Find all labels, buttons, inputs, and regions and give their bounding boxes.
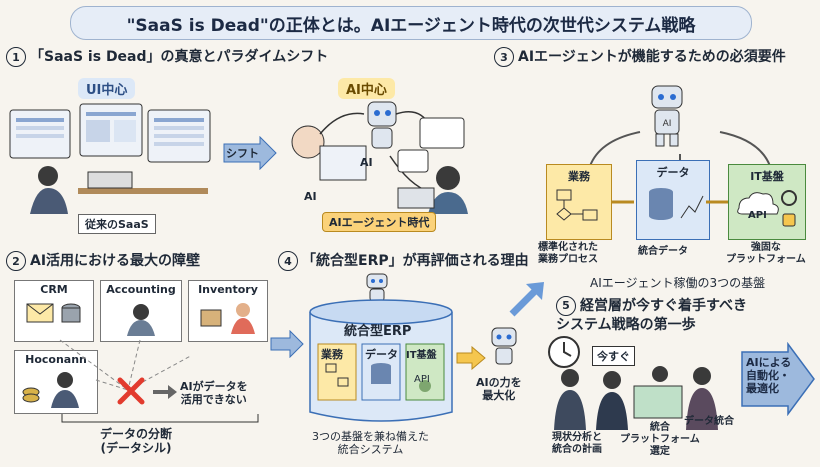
erp-api-label: API bbox=[414, 374, 430, 385]
arrow-up-right bbox=[509, 282, 544, 317]
ai-tag-person: AI bbox=[304, 190, 317, 203]
ai-cannot-use-label: AIがデータを 活用できない bbox=[180, 380, 248, 406]
erp-label: 統合型ERP bbox=[344, 324, 412, 339]
goal-arrow bbox=[741, 342, 815, 416]
broken-links bbox=[59, 339, 190, 391]
infra-label: IT基盤 bbox=[750, 170, 784, 183]
section-number: 3 bbox=[494, 47, 514, 67]
ai-tag-robot: AI bbox=[360, 156, 373, 169]
infra-caption: 強固な プラットフォーム bbox=[726, 242, 806, 265]
erp-inner-infra: IT基盤 bbox=[406, 350, 437, 361]
robot-icon bbox=[366, 273, 388, 302]
erp-caption: 3つの基盤を兼ね備えた 統合システム bbox=[312, 430, 429, 456]
arrow-to-erp bbox=[270, 330, 304, 358]
business-label: 業務 bbox=[568, 170, 590, 183]
erp-cylinder bbox=[309, 299, 453, 422]
three-foundations-label: AIエージェント稼働の3つの基盤 bbox=[590, 276, 766, 290]
database-icon bbox=[649, 188, 704, 220]
accounting-person-icon bbox=[127, 304, 155, 336]
robot-icon bbox=[491, 327, 517, 365]
now-sign: 今すぐ bbox=[592, 346, 635, 366]
ui-centric-label: UI中心 bbox=[78, 78, 136, 99]
robot-ai-tag: AI bbox=[663, 119, 672, 129]
section-number: 4 bbox=[278, 251, 298, 271]
erp-inner-business: 業務 bbox=[321, 348, 343, 361]
x-mark-icon bbox=[117, 377, 145, 405]
inventory-app: Inventory bbox=[188, 280, 268, 342]
clock-icon bbox=[548, 336, 580, 368]
flowchart-icon bbox=[556, 189, 598, 221]
arrow-right-icon bbox=[153, 385, 177, 399]
erp-inner-data: データ bbox=[365, 348, 398, 361]
crm-app: CRM bbox=[14, 280, 94, 342]
section-number: 1 bbox=[6, 47, 26, 67]
section-number: 5 bbox=[556, 296, 576, 316]
section-4-title: 4「統合型ERP」が再評価される理由 bbox=[278, 250, 529, 271]
inventory-label: Inventory bbox=[198, 283, 258, 296]
arrow-to-maximize bbox=[456, 346, 486, 370]
requirement-business: 業務 bbox=[546, 164, 612, 240]
executives-illustration bbox=[554, 366, 718, 430]
crm-label: CRM bbox=[40, 283, 68, 296]
legacy-saas-illustration bbox=[9, 103, 211, 214]
section-number: 2 bbox=[6, 251, 26, 271]
inventory-box-icon bbox=[200, 303, 255, 334]
hoconann-app: Hoconann bbox=[14, 350, 98, 414]
data-label: データ bbox=[656, 166, 690, 179]
crm-mail-icon bbox=[26, 303, 81, 323]
robot-icon: AI bbox=[651, 85, 683, 147]
goal-label: AIによる 自動化・ 最適化 bbox=[746, 356, 792, 395]
hoconann-person-icon bbox=[22, 372, 79, 408]
cloud-api-icon bbox=[737, 190, 797, 227]
ai-agent-illustration bbox=[291, 101, 468, 214]
business-caption: 標準化された 業務プロセス bbox=[538, 242, 598, 265]
requirement-data: データ bbox=[636, 160, 710, 240]
hoconann-label: Hoconann bbox=[25, 353, 87, 366]
requirement-infra: IT基盤 bbox=[728, 164, 806, 240]
data-silo-label: データの分断 (データシル) bbox=[100, 427, 173, 455]
shift-arrow bbox=[223, 136, 277, 170]
step-analysis: 現状分析と 統合の計画 bbox=[552, 432, 602, 455]
api-label: API bbox=[748, 210, 767, 221]
section-1-title: 1「SaaS is Dead」の真意とパラダイムシフト bbox=[6, 46, 328, 67]
step-data-integration: データ統合 bbox=[684, 416, 734, 427]
data-caption: 統合データ bbox=[638, 246, 688, 257]
ai-agent-era-label: AIエージェント時代 bbox=[322, 212, 437, 232]
page-title: "SaaS is Dead"の正体とは。AIエージェント時代の次世代システム戦略 bbox=[70, 6, 752, 40]
ai-centric-label: AI中心 bbox=[338, 78, 395, 99]
maximize-ai-label: AIの力を 最大化 bbox=[476, 376, 522, 402]
shift-label: シフト bbox=[226, 147, 259, 160]
accounting-app: Accounting bbox=[100, 280, 182, 342]
silo-bracket bbox=[61, 414, 259, 423]
step-platform-selection: 統合 プラットフォーム 選定 bbox=[620, 422, 700, 457]
legacy-saas-label: 従来のSaaS bbox=[78, 214, 156, 234]
connector-arrows bbox=[612, 200, 728, 204]
accounting-label: Accounting bbox=[106, 283, 176, 296]
